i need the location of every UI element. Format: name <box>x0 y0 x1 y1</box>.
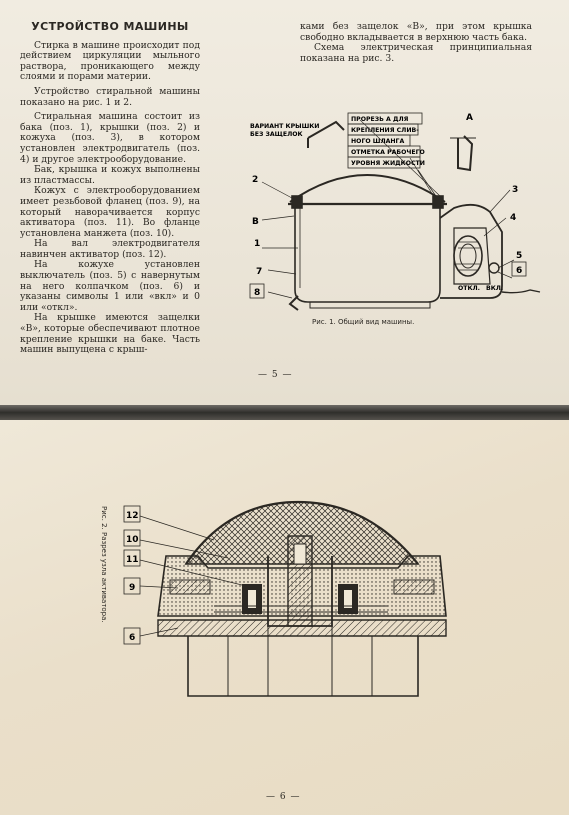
callout-lid-variant: БЕЗ ЗАЩЕЛОК <box>250 131 303 138</box>
paragraph: Схема электрическая принципиальная показ… <box>300 42 532 64</box>
label-pos-6: 6 <box>129 633 135 643</box>
label-pos-7: 7 <box>256 267 262 277</box>
switch-on-label: ВКЛ. <box>486 285 503 292</box>
figure-1-caption: Рис. 1. Общий вид машины. <box>312 318 415 326</box>
page-number: — 6 — <box>266 792 301 802</box>
figure-2-activator-section: 12 10 11 9 6 <box>123 500 447 697</box>
paragraph: Стиральная машина состоит из бака (поз. … <box>20 111 200 165</box>
label-pos-9: 9 <box>129 583 135 593</box>
paragraph: На кожухе установлен выключатель (поз. 5… <box>20 259 200 313</box>
paragraph: Стирка в машине происходит под действием… <box>20 39 200 83</box>
switch-off-label: ОТКЛ. <box>458 285 480 292</box>
callout-drain-slot: ПРОРЕЗЬ А ДЛЯ <box>351 116 409 123</box>
paragraph: Кожух с электрооборудованием имеет резьб… <box>20 185 200 239</box>
paragraph: На крышке имеются защелки «В», которые о… <box>20 312 200 356</box>
page-5: УСТРОЙСТВО МАШИНЫ Стирка в машине происх… <box>0 0 569 405</box>
label-slot-a: А <box>466 113 473 123</box>
paragraph: Устройство стиральной машины показано на… <box>20 85 200 108</box>
left-text-column: УСТРОЙСТВО МАШИНЫ Стирка в машине происх… <box>20 20 200 356</box>
paragraph: Бак, крышка и кожух выполнены из пластма… <box>20 164 200 186</box>
callout-level-mark: УРОВНЯ ЖИДКОСТИ <box>351 160 425 167</box>
label-pos-1: 1 <box>254 239 260 249</box>
paragraph: На вал электродвигателя навинчен активат… <box>20 238 200 260</box>
right-text-column: ками без защелок «В», при этом крышка св… <box>300 21 532 64</box>
label-pos-12: 12 <box>126 511 139 521</box>
callout-drain-slot: КРЕПЛЕНИЯ СЛИВ- <box>351 127 419 134</box>
label-pos-3: 3 <box>512 185 518 195</box>
page-seam <box>0 405 569 420</box>
label-pos-2: 2 <box>252 175 258 185</box>
figure-2-caption: Рис. 2. Разрез узла активатора. <box>100 506 108 623</box>
figure-1-machine-view: ВАРИАНТ КРЫШКИ БЕЗ ЗАЩЕЛОК ПРОРЕЗЬ А ДЛЯ… <box>249 112 541 311</box>
page-6: Рис. 2. Разрез узла активатора. <box>0 420 569 815</box>
label-pos-6: 6 <box>516 266 522 276</box>
callout-level-mark: ОТМЕТКА РАБОЧЕГО <box>351 149 425 156</box>
label-pos-8: 8 <box>254 288 260 298</box>
label-pos-11: 11 <box>126 555 139 565</box>
label-pos-5: 5 <box>516 251 522 261</box>
label-pos-10: 10 <box>126 535 139 545</box>
paragraph: ками без защелок «В», при этом крышка св… <box>300 21 532 43</box>
section-heading: УСТРОЙСТВО МАШИНЫ <box>31 20 189 33</box>
callout-lid-variant: ВАРИАНТ КРЫШКИ <box>250 123 319 130</box>
callout-drain-slot: НОГО ШЛАНГА <box>351 138 404 145</box>
label-pos-4: 4 <box>510 213 516 223</box>
page-number: — 5 — <box>258 370 293 380</box>
label-latch-b: В <box>252 217 259 227</box>
